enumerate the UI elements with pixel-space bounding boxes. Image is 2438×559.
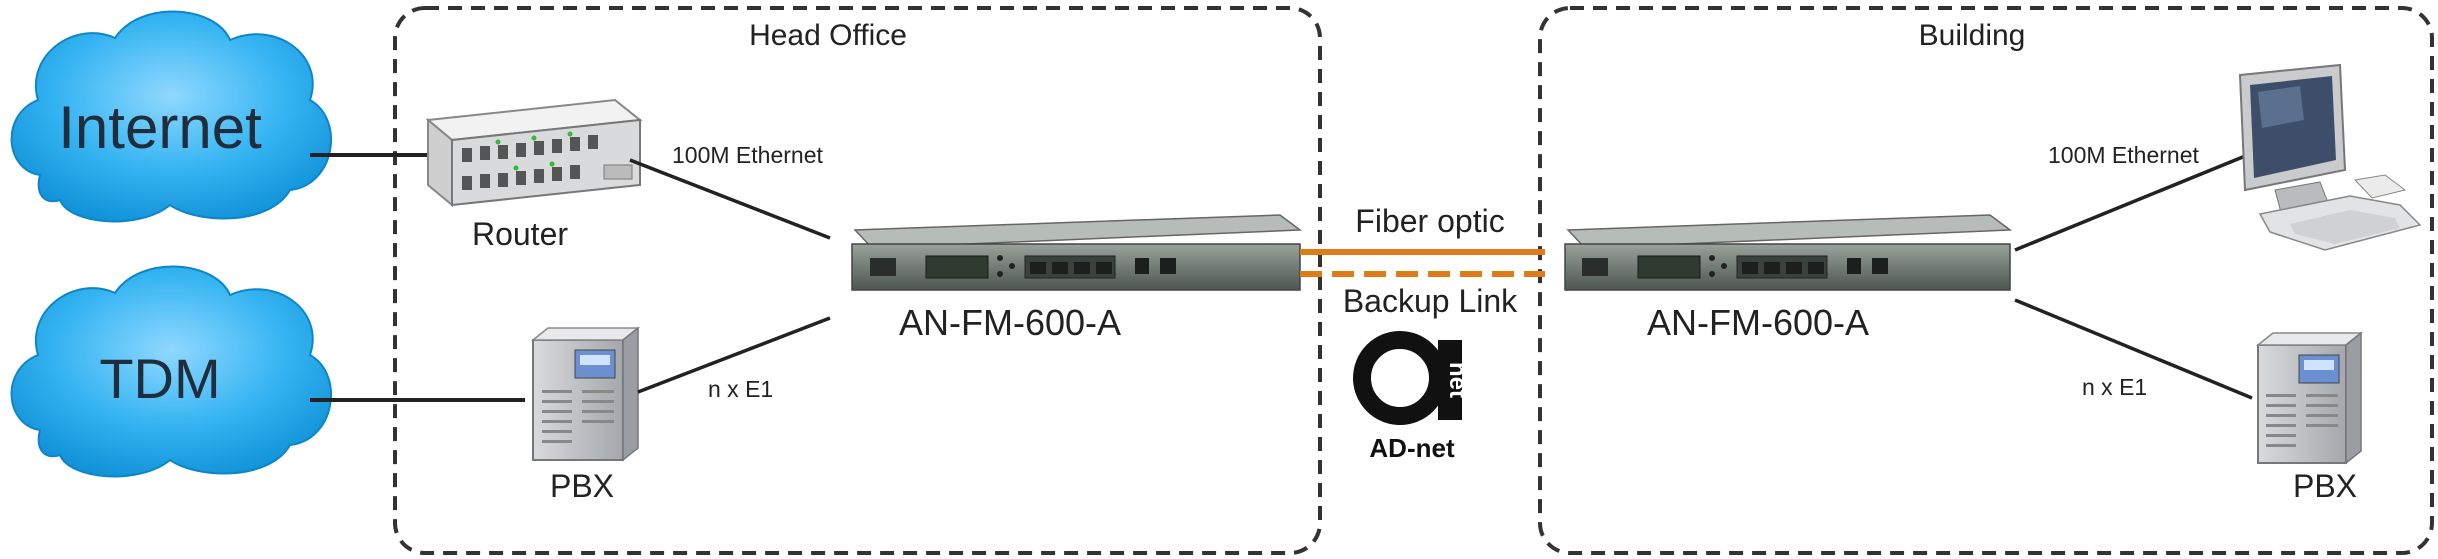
- router-device: [425, 98, 643, 208]
- pbx-right-label: PBX: [2293, 468, 2357, 504]
- pbx-converter-link: [637, 316, 831, 394]
- internet-cloud: Internet: [10, 10, 332, 223]
- router-converter-link: [629, 158, 831, 240]
- ethernet-left-label: 100M Ethernet: [672, 142, 823, 168]
- tdm-cloud: TDM: [10, 265, 332, 478]
- head-office-label: Head Office: [749, 19, 907, 52]
- fiber-optic-label: Fiber optic: [1355, 203, 1504, 239]
- e1-right-label: n x E1: [2082, 374, 2147, 400]
- computer-device: [2238, 63, 2422, 251]
- converter-pc-link: [2014, 150, 2256, 252]
- pbx-left-label: PBX: [550, 468, 614, 504]
- adnet-logo: net AD-net: [1353, 331, 1471, 463]
- converter-right-label: AN-FM-600-A: [1647, 302, 1869, 343]
- pbx-left-device: [530, 326, 641, 462]
- tdm-label: TDM: [99, 347, 220, 410]
- logo-brand-text: AD-net: [1369, 433, 1455, 463]
- backup-link-label: Backup Link: [1343, 283, 1518, 319]
- building-label: Building: [1919, 19, 2026, 52]
- logo-mark-text: net: [1444, 362, 1471, 398]
- e1-left-label: n x E1: [708, 376, 773, 402]
- building-zone: [1538, 6, 2434, 555]
- router-label: Router: [472, 216, 568, 252]
- internet-label: Internet: [58, 94, 262, 161]
- converter-pbx-link: [2014, 298, 2253, 400]
- ethernet-right-label: 100M Ethernet: [2048, 142, 2199, 168]
- pbx-right-device: [2255, 331, 2364, 465]
- converter-right-device: [1564, 214, 2013, 291]
- converter-left-device: [851, 214, 1303, 291]
- converter-left-label: AN-FM-600-A: [899, 302, 1121, 343]
- head-office-zone: [393, 6, 1322, 555]
